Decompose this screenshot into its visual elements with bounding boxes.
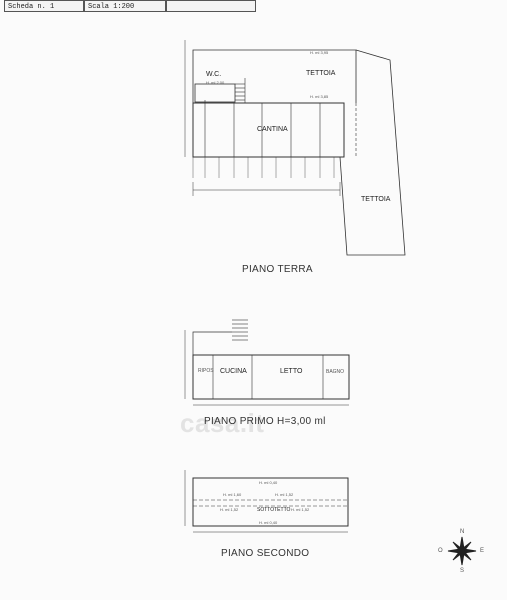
ground-floor-title: PIANO TERRA	[242, 264, 313, 275]
room-attic: SOTTOTETTO	[257, 507, 291, 513]
room-corridor: RIPOS	[198, 368, 214, 374]
first-floor-title: PIANO PRIMO H=3,00 ml	[204, 416, 326, 427]
room-kitchen: CUCINA	[220, 368, 247, 375]
note-top-height: H. ml 3,95	[310, 50, 329, 55]
room-bathroom: BAGNO	[326, 369, 345, 375]
room-wc: W.C.	[206, 71, 222, 78]
note-h2: H. ml 1,60	[223, 492, 242, 497]
second-floor-outline	[192, 477, 349, 527]
compass-rose	[447, 536, 477, 566]
header-blank	[166, 0, 256, 12]
first-floor-outline	[192, 354, 350, 400]
note-wc-height: H. ml 2,00	[206, 80, 225, 85]
note-mid-height: H. ml 3,85	[310, 94, 329, 99]
note-h3: H. ml 1,52	[275, 492, 294, 497]
room-tettoia-top: TETTOIA	[306, 70, 336, 77]
scale-label: Scala 1:200	[84, 0, 166, 12]
compass-e: E	[480, 548, 485, 554]
room-bedroom: LETTO	[280, 368, 303, 375]
note-h6: H. ml 0,40	[259, 520, 278, 525]
sheet-number: Scheda n. 1	[4, 0, 84, 12]
compass-s: S	[460, 568, 465, 574]
room-tettoia-side: TETTOIA	[361, 196, 391, 203]
note-h5: H. ml 1,52	[291, 507, 310, 512]
compass-o: O	[438, 548, 443, 554]
note-h4: H. ml 1,52	[220, 507, 239, 512]
ground-cantina-outline	[192, 102, 345, 158]
second-floor-title: PIANO SECONDO	[221, 548, 310, 559]
casa-watermark: casa.it	[180, 408, 265, 438]
room-cantina: CANTINA	[257, 126, 288, 133]
compass-n: N	[460, 529, 465, 535]
note-h1: H. ml 0,40	[259, 480, 278, 485]
